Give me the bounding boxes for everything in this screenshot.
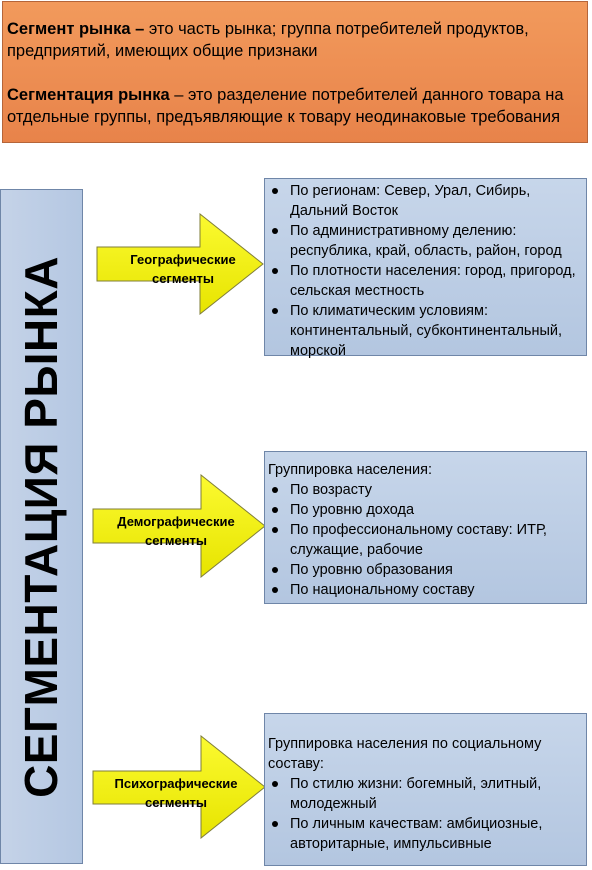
list-item: По административному делению: республика… (268, 221, 582, 261)
arrow-right-icon (92, 474, 266, 578)
definitions-box: Сегмент рынка – это часть рынка; группа … (2, 1, 588, 143)
psychographic-label-line1: Психографические (114, 776, 238, 791)
geographic-label-line2: сегменты (151, 271, 215, 286)
geographic-details-box: По регионам: Север, Урал, Сибирь, Дальни… (264, 178, 587, 359)
demographic-label-line1: Демографические (117, 514, 235, 529)
demographic-label-line2: сегменты (144, 533, 208, 548)
demographic-intro: Группировка населения: (268, 462, 432, 478)
segment-definition: Сегмент рынка – это часть рынка; группа … (7, 18, 581, 62)
segmentation-term: Сегментация рынка (7, 86, 170, 104)
list-item: По стилю жизни: богемный, элитный, молод… (268, 774, 582, 814)
segment-text: это часть рынка; группа потребителей про… (7, 20, 529, 60)
geographic-list: По регионам: Север, Урал, Сибирь, Дальни… (268, 181, 582, 361)
demographic-details-box: Группировка населения: По возрасту По ур… (264, 451, 587, 604)
list-item: По уровню дохода (268, 500, 582, 520)
segmentation-title-panel (0, 189, 83, 864)
geographic-arrow: Географические сегменты (96, 213, 266, 315)
segment-term: Сегмент рынка – (7, 20, 145, 38)
list-item: По регионам: Север, Урал, Сибирь, Дальни… (268, 181, 582, 221)
psychographic-list: По стилю жизни: богемный, элитный, молод… (268, 774, 582, 854)
psychographic-intro: Группировка населения по социальному сос… (268, 736, 542, 772)
list-item: По возрасту (268, 480, 582, 500)
segmentation-definition: Сегментация рынка – это разделение потре… (7, 84, 581, 128)
demographic-arrow: Демографические сегменты (92, 474, 268, 578)
arrow-right-icon (96, 213, 264, 315)
list-item: По личным качествам: амбициозные, автори… (268, 814, 582, 854)
list-item: По профессиональному составу: ИТР, служа… (268, 520, 582, 560)
list-item: По плотности населения: город, пригород,… (268, 261, 582, 301)
vertical-title: СЕГМЕНТАЦИЯ РЫНКА (15, 256, 67, 798)
segmentation-text: – это разделение потребителей данного то… (7, 86, 564, 126)
psychographic-label-line2: сегменты (144, 795, 208, 810)
psychographic-arrow: Психографические сегменты (92, 735, 268, 839)
list-item: По климатическим условиям: континентальн… (268, 301, 582, 361)
psychographic-details-box: Группировка населения по социальному сос… (264, 713, 587, 866)
arrow-right-icon (92, 735, 266, 839)
list-item: По уровню образования (268, 560, 582, 580)
demographic-list: По возрасту По уровню дохода По професси… (268, 480, 582, 600)
list-item: По национальному составу (268, 580, 582, 600)
geographic-label-line1: Географические (130, 252, 236, 267)
